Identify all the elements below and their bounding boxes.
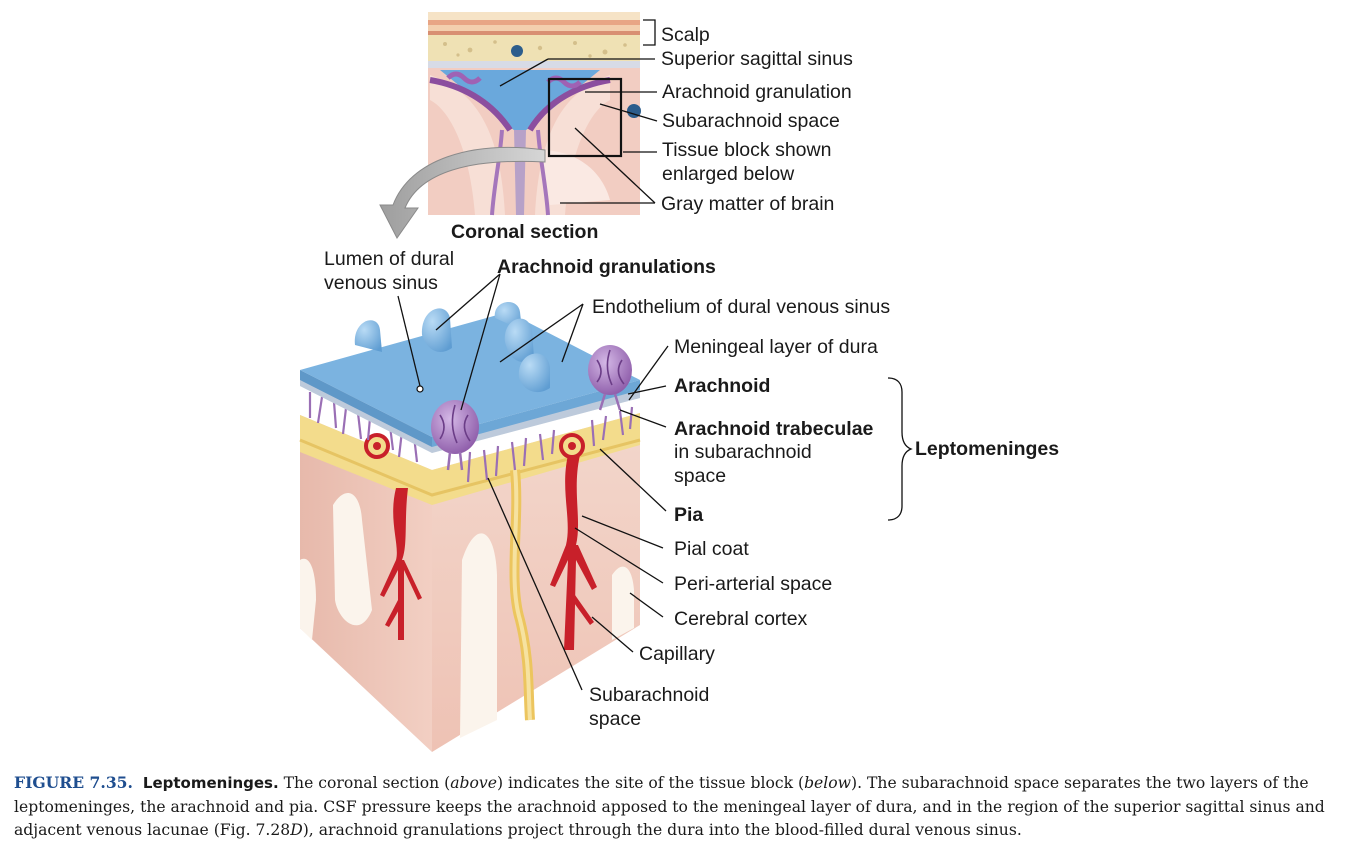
top-leader-lines	[499, 19, 658, 204]
coronal-section-inset	[428, 12, 641, 216]
label-peri-arterial-space: Peri-arterial space	[674, 573, 833, 595]
caption-above: above	[450, 774, 497, 792]
label-arachnoid-granulation: Arachnoid granulation	[662, 81, 852, 103]
label-pial-coat: Pial coat	[674, 538, 749, 560]
leptomeninges-figure: Scalp Superior sagittal sinus Arachnoid …	[299, 12, 1060, 752]
caption-figure-number: FIGURE 7.35.	[14, 773, 133, 792]
label-meningeal-layer: Meningeal layer of dura	[674, 336, 878, 358]
anatomy-illustration	[299, 12, 913, 752]
figure-caption: FIGURE 7.35. Leptomeninges. The coronal …	[14, 771, 1359, 843]
caption-text: The coronal section (	[278, 774, 451, 792]
caption-text: ), arachnoid granulations project throug…	[302, 821, 1022, 839]
label-tissue-block-line2: enlarged below	[662, 163, 795, 185]
block-leader-lines	[397, 273, 913, 691]
sinus-bumps	[354, 301, 550, 393]
label-arachnoid: Arachnoid	[674, 375, 771, 397]
caption-text: ) indicates the site of the tissue block…	[496, 774, 805, 792]
tissue-block-diagram	[299, 301, 641, 752]
label-pia: Pia	[674, 504, 704, 526]
label-arachnoid-trabeculae: Arachnoid trabeculae	[674, 418, 874, 440]
caption-figure-reference: D	[290, 821, 303, 839]
label-superior-sagittal-sinus: Superior sagittal sinus	[661, 48, 853, 70]
curved-arrow-icon	[379, 147, 546, 239]
label-trabeculae-line3: space	[674, 465, 727, 487]
label-gray-matter: Gray matter of brain	[661, 193, 835, 215]
label-subarachnoid-space-top: Subarachnoid space	[662, 110, 840, 132]
caption-title: Leptomeninges.	[142, 774, 279, 792]
label-trabeculae-line2: in subarachnoid	[674, 441, 812, 463]
label-leptomeninges: Leptomeninges	[915, 438, 1060, 460]
label-subarachnoid-line1: Subarachnoid	[589, 684, 710, 706]
arachnoid-granulation-bulbs	[431, 345, 632, 471]
caption-below: below	[804, 774, 852, 792]
caption-text: ). The subarachnoid space separates the …	[14, 774, 1325, 839]
label-tissue-block-line1: Tissue block shown	[662, 139, 832, 161]
label-scalp: Scalp	[661, 24, 710, 46]
label-lumen-line1: Lumen of dural	[324, 248, 455, 270]
label-arachnoid-granulations: Arachnoid granulations	[497, 256, 716, 278]
label-endothelium: Endothelium of dural venous sinus	[592, 296, 891, 318]
label-cerebral-cortex: Cerebral cortex	[674, 608, 808, 630]
label-capillary: Capillary	[639, 643, 715, 665]
label-coronal-section: Coronal section	[451, 221, 599, 243]
label-lumen-line2: venous sinus	[324, 272, 438, 294]
label-subarachnoid-line2: space	[589, 708, 642, 730]
